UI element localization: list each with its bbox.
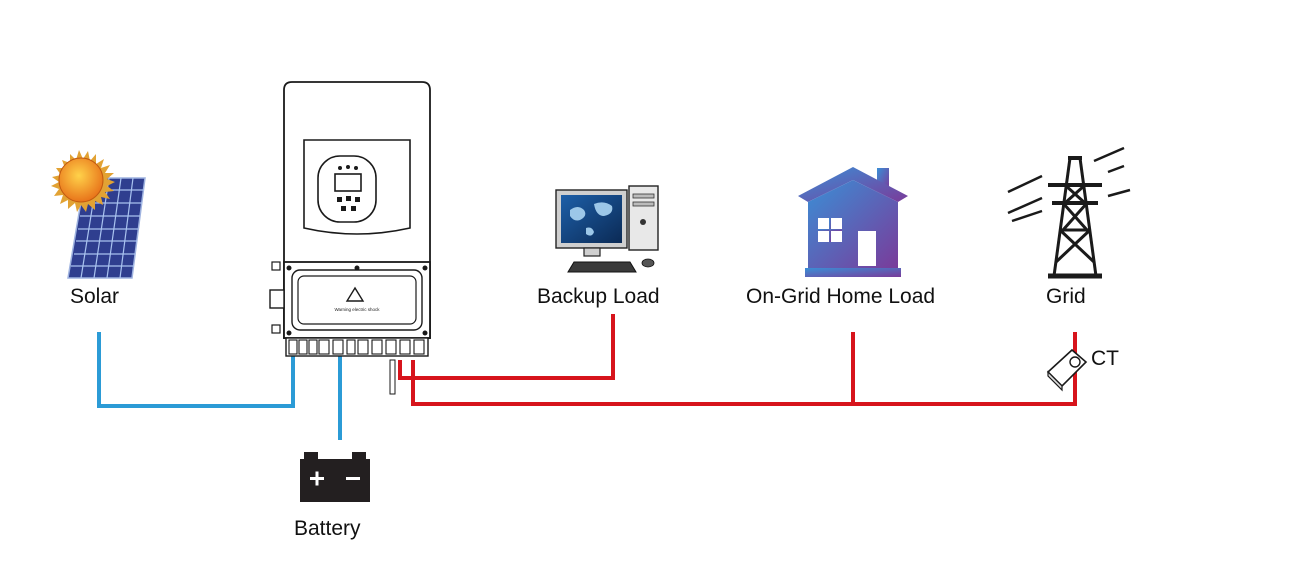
grid-ac-line [411, 332, 1077, 406]
solar-dc-line [97, 332, 295, 408]
backup-load-label: Backup Load [537, 285, 660, 308]
solar-label: Solar [70, 285, 120, 308]
power-tower-icon [1007, 146, 1131, 279]
backup-ac-line [398, 314, 615, 380]
computer-icon [555, 185, 659, 273]
sun-icon [51, 150, 115, 212]
current-transformer-icon [1046, 348, 1088, 392]
house-icon [798, 167, 908, 277]
battery-icon [300, 452, 370, 502]
home-load-label: On-Grid Home Load [746, 285, 936, 308]
inverter-warning-text: Warning electric shock [334, 307, 380, 312]
ct-label: CT [1091, 347, 1119, 370]
grid-label: Grid [1046, 285, 1086, 308]
battery-label: Battery [294, 517, 361, 540]
inverter-icon: Warning electric shock [269, 81, 431, 395]
